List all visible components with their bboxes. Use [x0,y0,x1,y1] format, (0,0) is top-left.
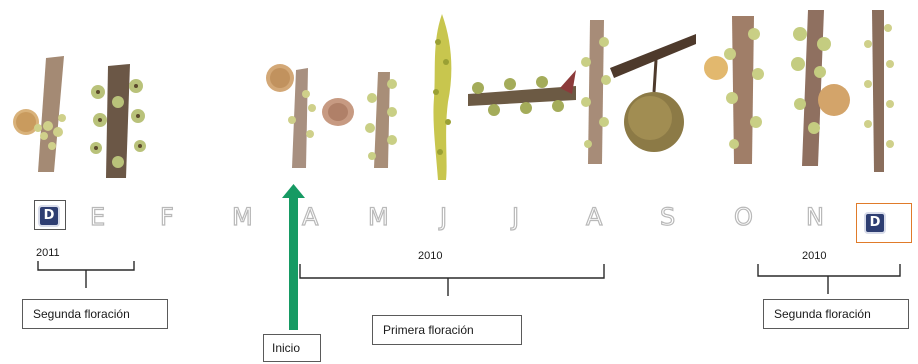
first-bloom-box: Primera floración [372,315,522,345]
start-label: Inicio [272,341,300,355]
bracket-middle [300,264,604,296]
second-bloom-right-box: Segunda floración [763,299,909,329]
second-bloom-left-label: Segunda floración [33,307,130,321]
start-arrow-icon [282,184,305,330]
first-bloom-label: Primera floración [383,323,474,337]
second-bloom-left-box: Segunda floración [22,299,168,329]
bracket-left [38,261,134,288]
second-bloom-right-label: Segunda floración [774,307,871,321]
start-box: Inicio [263,334,321,362]
bracket-right [758,264,900,294]
